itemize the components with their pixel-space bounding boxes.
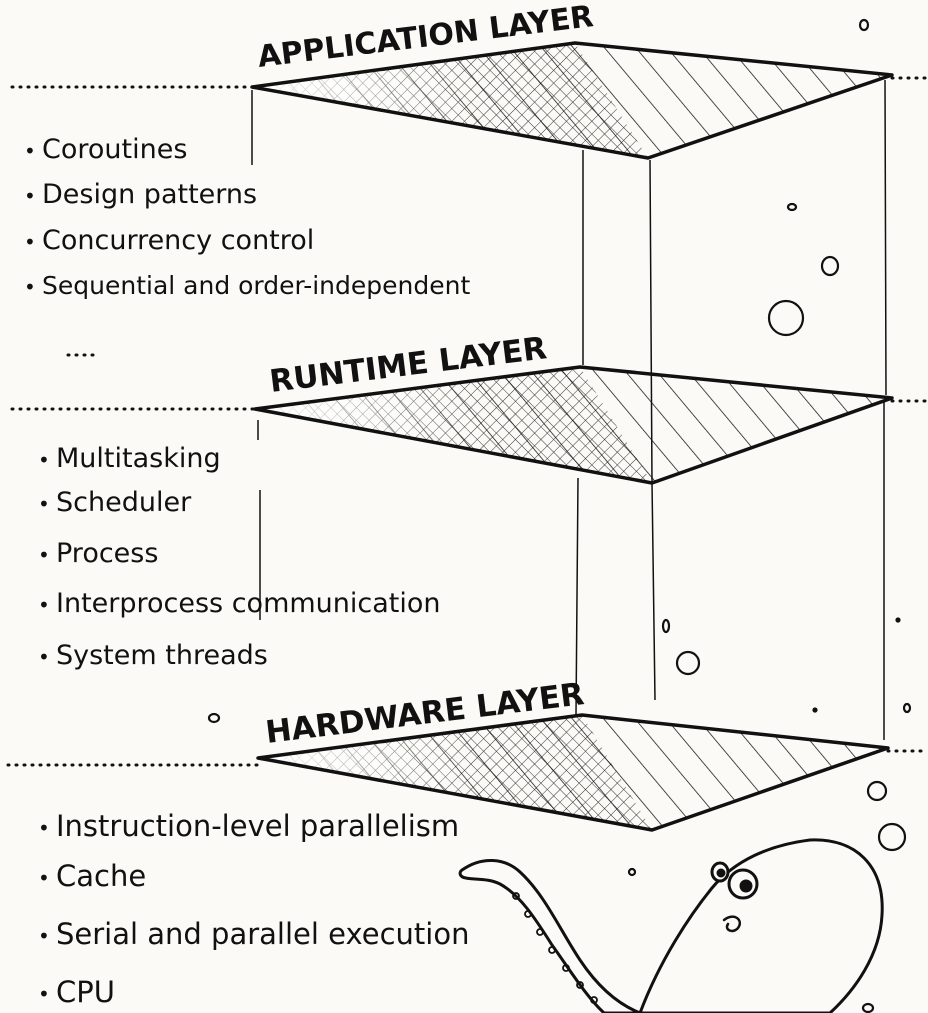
list-item: Coroutines — [24, 136, 187, 163]
list-item: Concurrency control — [24, 227, 314, 254]
list-item: Scheduler — [38, 489, 191, 516]
list-item: Sequential and order-independent — [24, 273, 470, 298]
list-item: CPU — [38, 978, 115, 1007]
list-item: Serial and parallel execution — [38, 920, 469, 949]
list-item: System threads — [38, 642, 268, 669]
list-item: Process — [38, 540, 158, 567]
runtime-layer-plane — [253, 365, 894, 485]
list-item: Interprocess communication — [38, 590, 441, 617]
hardware-layer-plane — [256, 713, 890, 832]
list-item: Design patterns — [24, 181, 257, 208]
list-item: Instruction-level parallelism — [38, 812, 459, 841]
list-item: Cache — [38, 862, 146, 891]
application-layer-plane — [250, 41, 894, 160]
list-item: Multitasking — [38, 445, 221, 472]
dotted-guides — [6, 76, 928, 767]
octopus-illustration — [458, 838, 884, 1013]
